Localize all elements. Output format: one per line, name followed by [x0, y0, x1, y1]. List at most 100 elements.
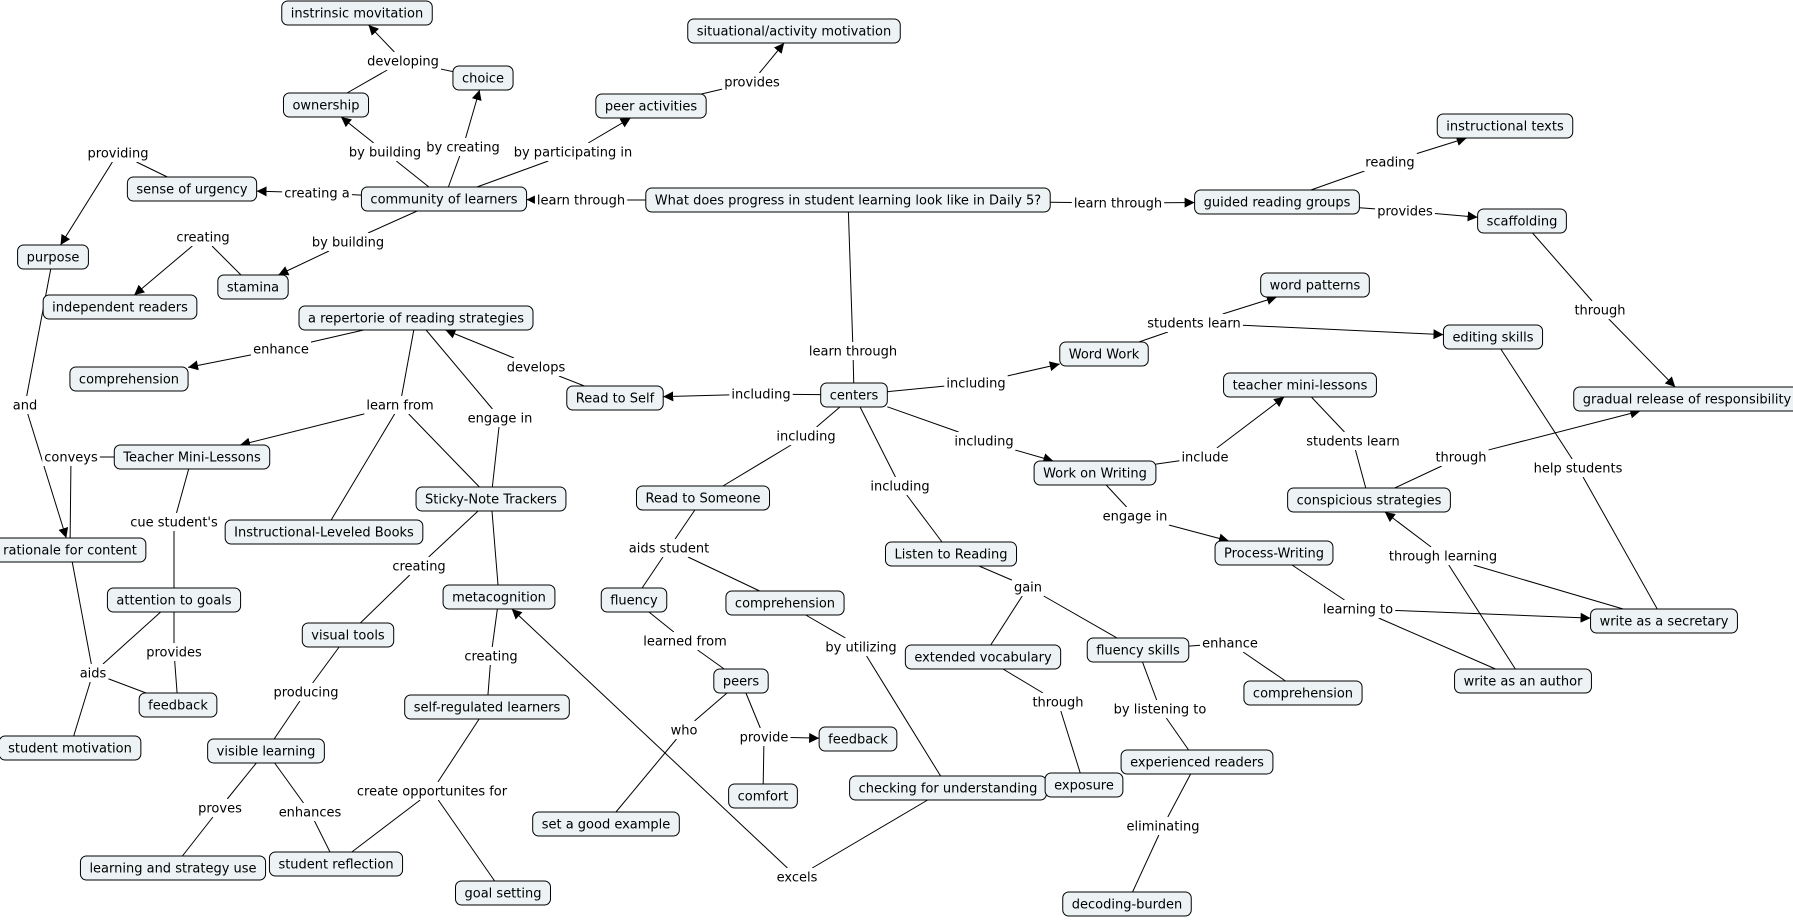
concept-node[interactable]: centers: [820, 382, 888, 408]
link-phrase: including: [774, 427, 838, 445]
link-label-bg: [1304, 432, 1402, 450]
concept-node[interactable]: a repertorie of reading strategies: [298, 305, 534, 331]
link-label-bg: [462, 647, 520, 665]
concept-node[interactable]: learning and strategy use: [79, 855, 267, 881]
link-phrase: by participating in: [511, 143, 635, 161]
link-label-bg: [1100, 507, 1170, 525]
arrow-connector: [465, 89, 482, 139]
concept-node[interactable]: experienced readers: [1120, 749, 1274, 775]
concept-node[interactable]: Instructional-Leveled Books: [224, 519, 424, 545]
concept-box: [415, 486, 567, 512]
arrow-connector: [759, 42, 785, 74]
concept-node[interactable]: attention to goals: [106, 587, 242, 613]
concept-label: Sticky-Note Trackers: [425, 493, 557, 508]
link-label-bg: [465, 409, 535, 427]
concept-node[interactable]: teacher mini-lessons: [1223, 372, 1377, 398]
concept-node[interactable]: choice: [452, 65, 514, 91]
concept-node[interactable]: metacognition: [442, 584, 556, 610]
link-phrase: including: [944, 374, 1008, 392]
connector-line: [440, 68, 454, 73]
concept-node[interactable]: gradual release of responsibility: [1573, 386, 1793, 412]
concept-node[interactable]: student motivation: [0, 735, 142, 761]
concept-box: [725, 590, 845, 616]
link-label-bg: [196, 799, 244, 817]
concept-node[interactable]: visible learning: [207, 738, 325, 764]
connector-line: [906, 494, 943, 543]
concept-node[interactable]: situational/activity motivation: [687, 18, 901, 44]
concept-node[interactable]: editing skills: [1442, 324, 1544, 350]
concept-node[interactable]: fluency skills: [1086, 637, 1190, 663]
concept-node[interactable]: Listen to Reading: [884, 541, 1018, 567]
concept-node[interactable]: fluency: [600, 587, 668, 613]
concept-node[interactable]: Word Work: [1059, 341, 1149, 367]
link-phrase: by listening to: [1111, 700, 1209, 718]
concept-node[interactable]: decoding-burden: [1062, 891, 1192, 917]
connector-line: [491, 426, 500, 488]
concept-node[interactable]: feedback: [818, 726, 898, 752]
link-label: learn through: [537, 194, 625, 209]
concept-node[interactable]: set a good example: [532, 811, 680, 837]
arrow-connector: [1007, 361, 1060, 377]
concept-label: stamina: [227, 281, 279, 296]
concept-node[interactable]: goal setting: [455, 880, 551, 906]
concept-node[interactable]: checking for understanding: [849, 775, 1047, 801]
arrow-connector: [511, 608, 788, 869]
arrow-connector: [790, 732, 820, 743]
concept-node[interactable]: write as an author: [1454, 668, 1592, 694]
concept-node[interactable]: Teacher Mini-Lessons: [113, 444, 271, 470]
concept-box: [1454, 668, 1592, 694]
concept-node[interactable]: peer activities: [595, 93, 707, 119]
concept-node[interactable]: extended vocabulary: [904, 644, 1062, 670]
concept-node[interactable]: guided reading groups: [1194, 189, 1360, 215]
concept-node[interactable]: community of learners: [360, 186, 528, 212]
concept-node[interactable]: Read to Self: [566, 385, 664, 411]
concept-node[interactable]: What does progress in student learning l…: [645, 187, 1051, 213]
concept-node[interactable]: exposure: [1044, 772, 1124, 798]
concept-node[interactable]: word patterns: [1260, 272, 1370, 298]
link-phrase: developing: [365, 52, 441, 70]
concept-node[interactable]: comprehension: [69, 366, 189, 392]
link-label-bg: [128, 513, 220, 531]
connector-line: [330, 413, 396, 521]
concept-node[interactable]: Read to Someone: [635, 485, 771, 511]
concept-node[interactable]: peers: [713, 668, 769, 694]
concept-node[interactable]: Work on Writing: [1033, 460, 1157, 486]
concept-node[interactable]: ownership: [282, 92, 370, 118]
concept-node[interactable]: purpose: [17, 244, 89, 270]
link-label-bg: [1071, 194, 1165, 212]
concept-node[interactable]: instrinsic movitation: [281, 0, 433, 26]
link-label-bg: [390, 557, 448, 575]
concept-node[interactable]: rationale for content: [0, 537, 147, 563]
connector-line: [108, 678, 147, 694]
link-phrase: through: [1030, 693, 1086, 711]
concept-node[interactable]: comfort: [728, 783, 798, 809]
concept-node[interactable]: write as a secretary: [1590, 608, 1738, 634]
link-label: create opportunites for: [357, 785, 508, 800]
connector-line: [762, 745, 765, 785]
concept-node[interactable]: comprehension: [1243, 680, 1363, 706]
concept-node[interactable]: instructional texts: [1436, 113, 1574, 139]
concept-node[interactable]: independent readers: [42, 294, 198, 320]
arrow-connector: [445, 329, 515, 359]
link-label: students learn: [1306, 435, 1400, 450]
concept-node[interactable]: Sticky-Note Trackers: [415, 486, 567, 512]
connector-line: [847, 211, 854, 343]
concept-node[interactable]: feedback: [138, 692, 218, 718]
concept-node[interactable]: conspicious strategies: [1287, 487, 1451, 513]
arrow-connector: [368, 24, 395, 53]
link-phrase: reading: [1363, 153, 1417, 171]
concept-node[interactable]: scaffolding: [1477, 208, 1567, 234]
concept-node[interactable]: comprehension: [725, 590, 845, 616]
connector-line: [437, 799, 496, 882]
link-phrase: learned from: [641, 632, 729, 650]
concept-node[interactable]: student reflection: [268, 851, 404, 877]
concept-node[interactable]: stamina: [217, 274, 289, 300]
concept-node[interactable]: Process-Writing: [1214, 540, 1334, 566]
link-label: develops: [507, 361, 566, 376]
concept-box: [207, 738, 325, 764]
concept-node[interactable]: visual tools: [301, 622, 395, 648]
concept-node[interactable]: self-regulated learners: [404, 694, 570, 720]
concept-node[interactable]: sense of urgency: [126, 176, 258, 202]
connector-line: [312, 646, 340, 684]
concept-label: scaffolding: [1487, 215, 1558, 230]
